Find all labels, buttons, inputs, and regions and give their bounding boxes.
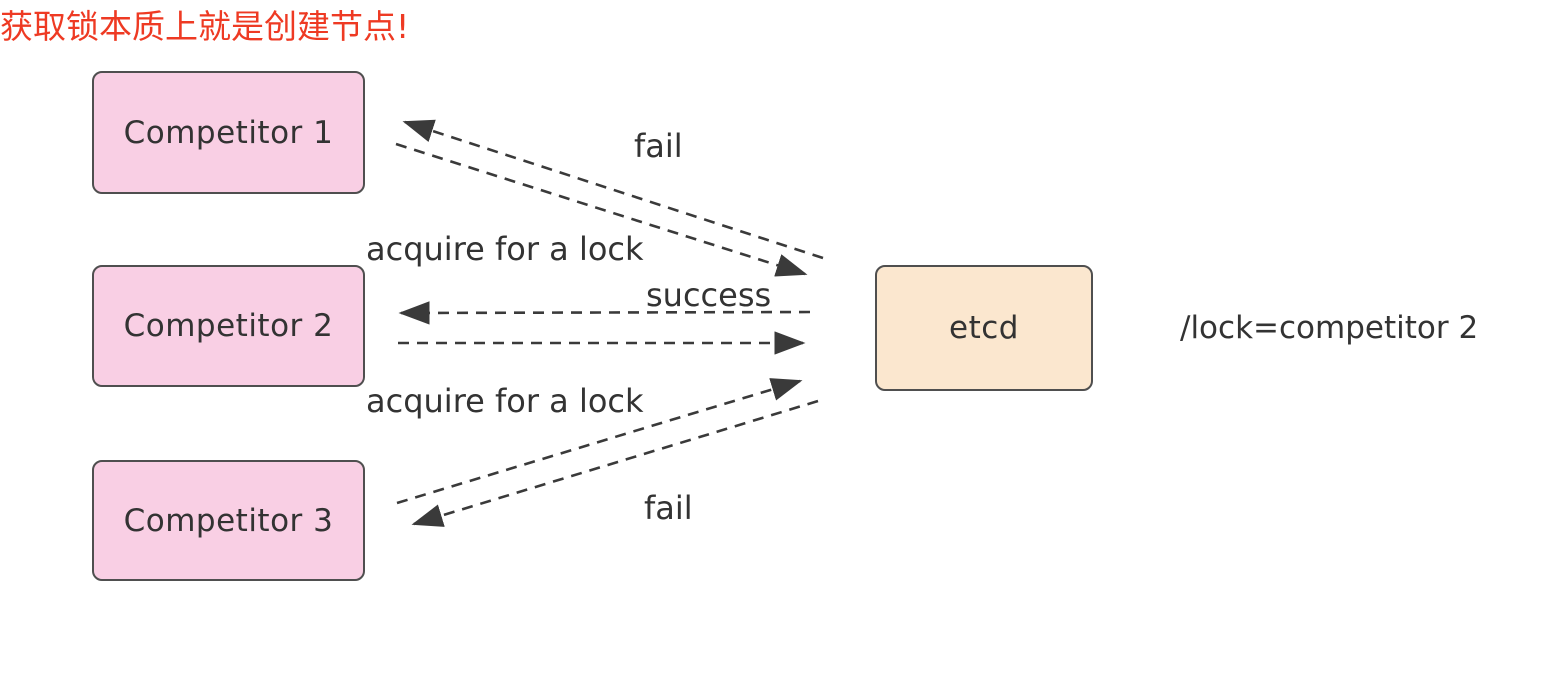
node-competitor-2-label: Competitor 2: [123, 308, 334, 344]
node-competitor-3-label: Competitor 3: [123, 502, 334, 539]
node-competitor-1: Competitor 1: [92, 71, 365, 194]
edge-label-success: success: [646, 276, 772, 314]
edge-comp1-acquire-line: [395, 142, 808, 277]
edge-label-fail-top: fail: [634, 127, 683, 165]
node-competitor-3: Competitor 3: [92, 460, 365, 581]
node-competitor-1-label: Competitor 1: [123, 114, 334, 151]
lock-entry-annotation: /lock=competitor 2: [1180, 310, 1479, 346]
edge-label-acquire-top: acquire for a lock: [366, 230, 644, 268]
edge-label-fail-bottom: fail: [644, 489, 693, 527]
edge-comp3-fail-line: [411, 399, 819, 527]
edge-comp3-acquire-line: [396, 378, 803, 505]
edge-label-acquire-mid: acquire for a lock: [366, 382, 644, 420]
node-competitor-2: Competitor 2: [92, 265, 365, 387]
node-etcd-label: etcd: [949, 310, 1019, 346]
edge-comp1-fail-line: [402, 119, 824, 260]
note-annotation: 获取锁本质上就是创建节点!: [0, 7, 410, 46]
node-etcd: etcd: [875, 265, 1093, 391]
